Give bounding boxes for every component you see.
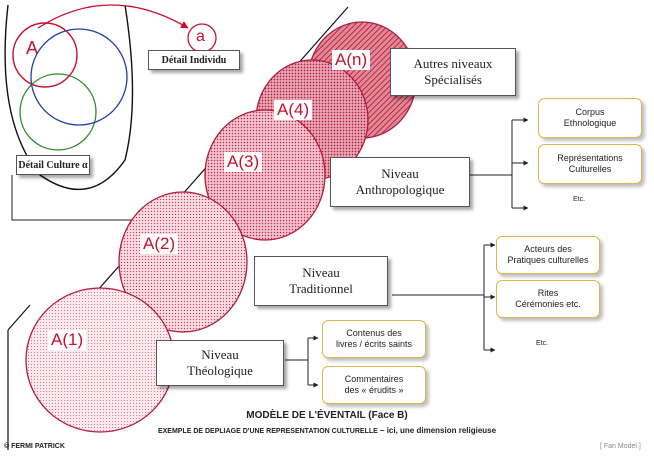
copyright: © FERMI PATRICK: [4, 443, 65, 450]
sub-box-representations: Représentations Culturelles: [538, 144, 642, 184]
level-box-autres: Autres niveaux Spécialisés: [390, 48, 516, 96]
culture-oval: [4, 4, 134, 190]
fan-circle-a3: [204, 109, 326, 241]
level-box-theologique: Niveau Théologique: [156, 340, 284, 386]
level-box-traditionnel: Niveau Traditionnel: [254, 256, 388, 306]
circle-label-an: A(n): [332, 50, 371, 70]
fan-model-tag: [ Fan Model ]: [600, 443, 641, 450]
venn-circle-red: [12, 22, 78, 88]
fan-circle-a2: [118, 191, 248, 333]
frame-diagonal-left-2: [7, 304, 31, 331]
sub-box-rites: Rites Cérémonies etc.: [496, 280, 600, 318]
detail-culture-box: Détail Culture α: [16, 155, 90, 175]
diagram-subtitle: EXEMPLE DE DEPLIAGE D'UNE REPRESENTATION…: [157, 426, 497, 435]
etc-top: Etc.: [573, 196, 586, 203]
circle-label-a1: A(1): [48, 330, 87, 350]
oval-connector: [11, 175, 141, 223]
label-A: A: [26, 38, 39, 58]
circle-label-a4: A(4): [274, 100, 313, 120]
sub-box-commentaires: Commentaires des « érudits »: [322, 366, 426, 404]
circle-label-a2: A(2): [140, 234, 179, 254]
venn-circle-green: [19, 73, 97, 151]
sub-box-acteurs: Acteurs des Pratiques culturelles: [496, 236, 600, 274]
label-a: a: [196, 28, 205, 45]
venn-circle-blue: [30, 28, 128, 126]
detail-individu-box: Détail Individu: [148, 50, 240, 70]
sub-box-corpus: Corpus Ethnologique: [538, 98, 642, 138]
red-arc-arrow: [37, 4, 189, 29]
level-box-anthropologique: Niveau Anthropologique: [330, 157, 470, 207]
circle-label-a3: A(3): [224, 152, 263, 172]
diagram-title: MODÈLE DE L'ÉVENTAIL (Face B): [246, 410, 408, 421]
sub-box-contenus: Contenus des livres / écrits saints: [322, 320, 426, 358]
etc-mid: Etc.: [536, 340, 549, 347]
